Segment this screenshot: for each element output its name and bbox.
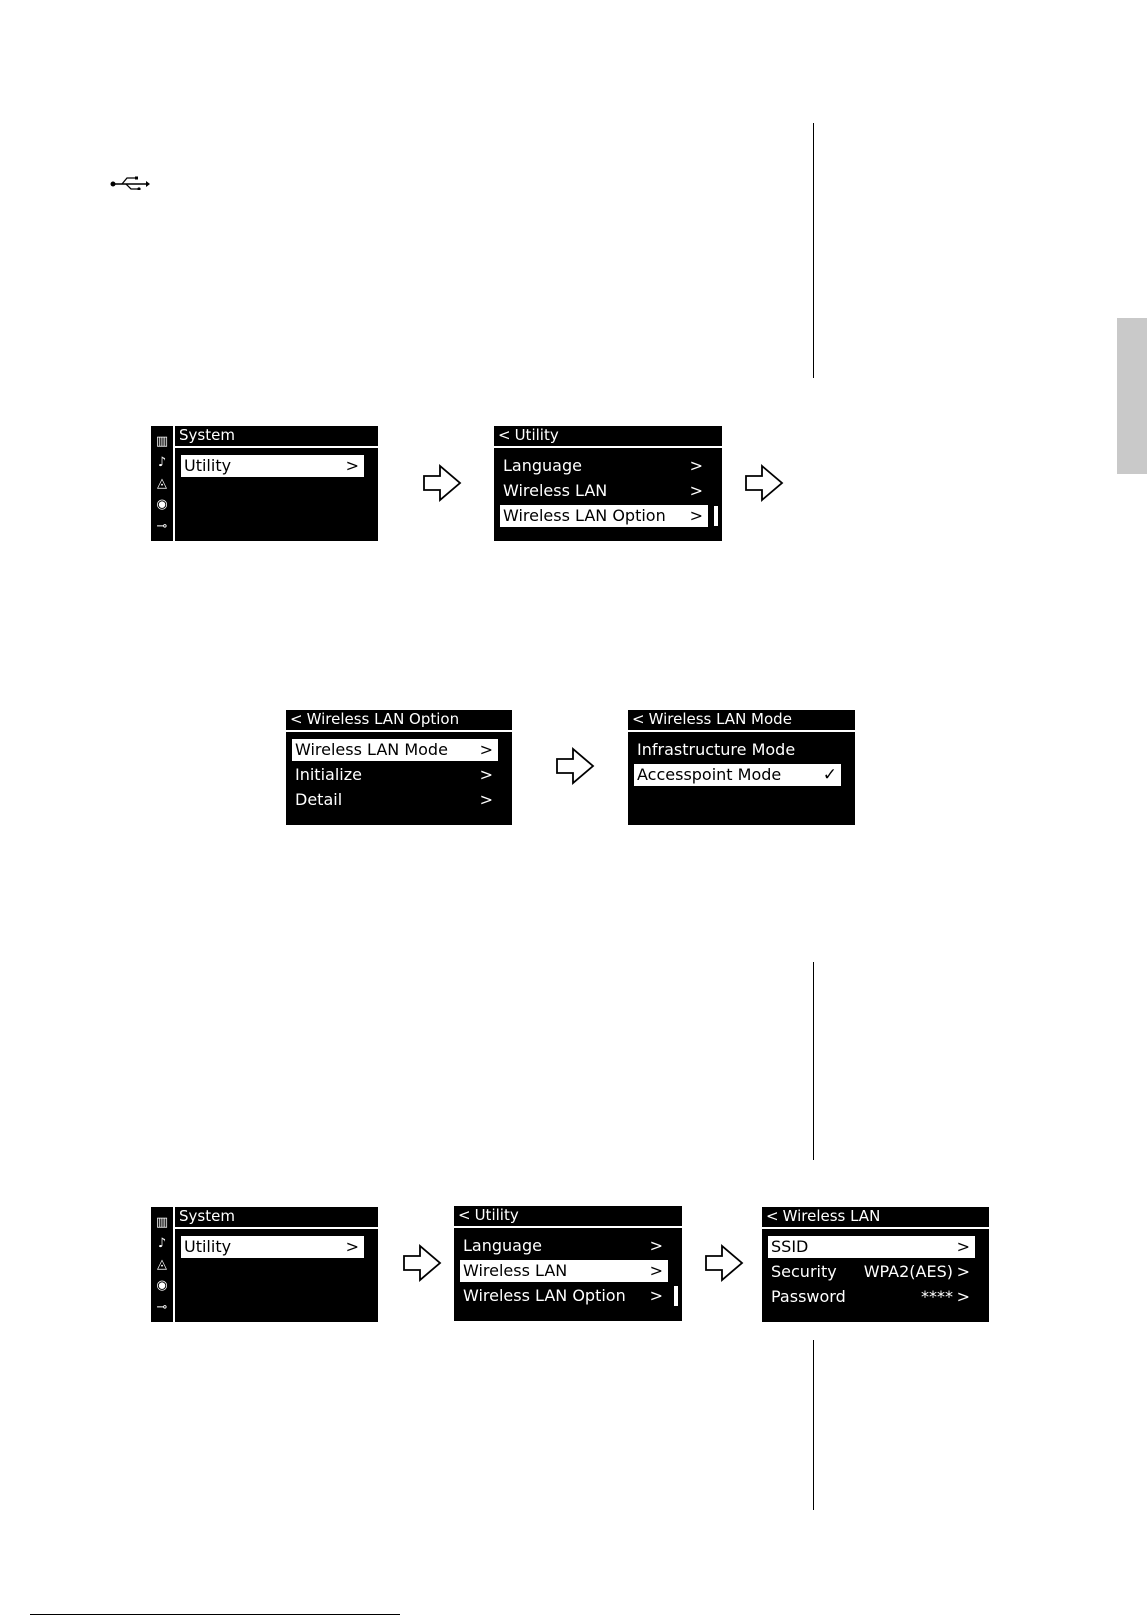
usb-plug-icon[interactable]: ⊸	[156, 519, 168, 534]
system-screen: ▥ ♪ ◬ ◉ ⊸ System Utility >	[151, 1207, 378, 1322]
piano-keys-icon[interactable]: ▥	[155, 434, 169, 449]
setting-value: ****	[921, 1287, 953, 1306]
option-accesspoint-mode[interactable]: Accesspoint Mode ✓	[634, 764, 841, 786]
chevron-right-icon: >	[689, 506, 703, 525]
record-icon[interactable]: ◉	[156, 1278, 168, 1293]
back-chevron-icon[interactable]: <	[632, 710, 645, 728]
menu-item-label: Wireless LAN Mode	[295, 740, 448, 759]
chevron-right-icon: >	[479, 740, 493, 759]
utility-screen: <Utility Language > Wireless LAN > Wirel…	[494, 426, 722, 541]
chevron-right-icon: >	[689, 456, 703, 475]
music-note-icon[interactable]: ♪	[157, 1236, 167, 1251]
back-chevron-icon[interactable]: <	[498, 426, 511, 444]
scrollbar[interactable]	[714, 506, 718, 526]
screen-title: <Wireless LAN Mode	[628, 710, 855, 732]
screen-title-text: Utility	[514, 426, 559, 444]
back-chevron-icon[interactable]: <	[290, 710, 303, 728]
chevron-right-icon: >	[479, 765, 493, 784]
screen-title: <Utility	[494, 426, 722, 448]
next-arrow-icon	[705, 1244, 744, 1282]
wireless-lan-option-screen: <Wireless LAN Option Wireless LAN Mode >…	[286, 710, 512, 825]
menu-item-label: Language	[503, 456, 582, 475]
chevron-right-icon: >	[345, 456, 359, 475]
setting-label: SSID	[771, 1237, 809, 1256]
margin-rule-bottom	[813, 1340, 814, 1510]
menu-item-language[interactable]: Language >	[500, 455, 708, 477]
chevron-right-icon: >	[956, 1237, 970, 1256]
chevron-right-icon: >	[956, 1262, 970, 1281]
menu-item-wireless-lan-option[interactable]: Wireless LAN Option >	[460, 1285, 668, 1307]
menu-item-label: Language	[463, 1236, 542, 1255]
checkmark-icon: ✓	[822, 765, 837, 785]
menu-item-initialize[interactable]: Initialize >	[292, 764, 498, 786]
margin-rule-middle	[813, 962, 814, 1160]
record-icon[interactable]: ◉	[156, 497, 168, 512]
side-icon-bar: ▥ ♪ ◬ ◉ ⊸	[151, 426, 175, 541]
menu-item-label: Wireless LAN Option	[463, 1286, 626, 1305]
setting-label: Password	[771, 1287, 846, 1306]
screen-title-text: Wireless LAN Mode	[648, 710, 792, 728]
chapter-tab	[1117, 318, 1147, 474]
next-arrow-icon	[403, 1244, 442, 1282]
menu-item-detail[interactable]: Detail >	[292, 789, 498, 811]
setting-label: Security	[771, 1262, 837, 1281]
metronome-icon[interactable]: ◬	[157, 1257, 167, 1272]
menu-item-label: Detail	[295, 790, 343, 809]
back-chevron-icon[interactable]: <	[766, 1207, 779, 1225]
screen-title: <Wireless LAN Option	[286, 710, 512, 732]
option-infrastructure-mode[interactable]: Infrastructure Mode	[634, 739, 841, 761]
menu-item-label: Wireless LAN Option	[503, 506, 666, 525]
chevron-right-icon: >	[345, 1237, 359, 1256]
metronome-icon[interactable]: ◬	[157, 476, 167, 491]
screen-title-text: Wireless LAN	[782, 1207, 881, 1225]
menu-item-utility[interactable]: Utility >	[181, 1236, 364, 1258]
next-arrow-icon	[745, 464, 784, 502]
back-chevron-icon[interactable]: <	[458, 1206, 471, 1224]
option-label: Infrastructure Mode	[637, 740, 796, 759]
screen-title: System	[175, 426, 378, 448]
menu-item-label: Utility	[184, 1237, 232, 1256]
menu-item-wireless-lan-option[interactable]: Wireless LAN Option >	[500, 505, 708, 527]
menu-item-label: Wireless LAN	[503, 481, 608, 500]
system-screen: ▥ ♪ ◬ ◉ ⊸ System Utility >	[151, 426, 378, 541]
menu-item-wireless-lan[interactable]: Wireless LAN >	[460, 1260, 668, 1282]
screen-title: <Utility	[454, 1206, 682, 1228]
next-arrow-icon	[423, 464, 462, 502]
menu-item-wireless-lan-mode[interactable]: Wireless LAN Mode >	[292, 739, 498, 761]
screen-title: System	[175, 1207, 378, 1229]
music-note-icon[interactable]: ♪	[157, 455, 167, 470]
utility-screen: <Utility Language > Wireless LAN > Wirel…	[454, 1206, 682, 1321]
option-label: Accesspoint Mode	[637, 765, 782, 784]
wireless-lan-screen: <Wireless LAN SSID > Security WPA2(AES) …	[762, 1207, 989, 1322]
menu-item-label: Utility	[184, 456, 232, 475]
setting-password[interactable]: Password **** >	[768, 1286, 975, 1308]
chevron-right-icon: >	[956, 1287, 970, 1306]
side-icon-bar: ▥ ♪ ◬ ◉ ⊸	[151, 1207, 175, 1322]
screen-title-text: Utility	[474, 1206, 519, 1224]
next-arrow-icon	[556, 747, 595, 785]
menu-item-label: Wireless LAN	[463, 1261, 568, 1280]
usb-plug-icon[interactable]: ⊸	[156, 1300, 168, 1315]
chevron-right-icon: >	[479, 790, 493, 809]
menu-item-utility[interactable]: Utility >	[181, 455, 364, 477]
scrollbar[interactable]	[674, 1286, 678, 1306]
footnote-rule	[30, 1614, 400, 1615]
piano-keys-icon[interactable]: ▥	[155, 1215, 169, 1230]
screen-title-text: Wireless LAN Option	[306, 710, 460, 728]
chevron-right-icon: >	[649, 1286, 663, 1305]
chevron-right-icon: >	[649, 1261, 663, 1280]
chevron-right-icon: >	[649, 1236, 663, 1255]
usb-icon	[110, 176, 150, 190]
chevron-right-icon: >	[689, 481, 703, 500]
screen-title: <Wireless LAN	[762, 1207, 989, 1229]
menu-item-wireless-lan[interactable]: Wireless LAN >	[500, 480, 708, 502]
setting-value: WPA2(AES)	[863, 1262, 953, 1281]
menu-item-label: Initialize	[295, 765, 362, 784]
menu-item-language[interactable]: Language >	[460, 1235, 668, 1257]
wireless-lan-mode-screen: <Wireless LAN Mode Infrastructure Mode A…	[628, 710, 855, 825]
setting-security[interactable]: Security WPA2(AES) >	[768, 1261, 975, 1283]
margin-rule-top	[813, 123, 814, 378]
setting-ssid[interactable]: SSID >	[768, 1236, 975, 1258]
